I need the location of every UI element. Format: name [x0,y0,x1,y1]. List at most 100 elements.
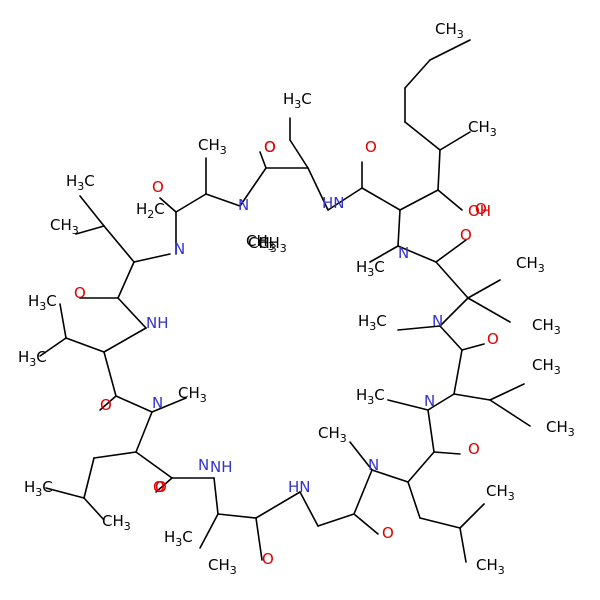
bond-45 [459,527,467,563]
bond-32 [461,343,485,351]
atom-label-o_3: O [475,200,487,218]
atom-label-h3c_ala3: H3C [164,528,193,549]
bond-25 [435,239,467,263]
atom-label-h3c_ethyl: H3C [283,90,312,111]
atom-label-h3c_val_l2: H3C [18,348,47,369]
atom-label-ch3_ala1: CH3 [198,136,227,157]
bond-38 [387,399,429,411]
bond-72 [103,327,147,353]
atom-label-o_1: O [264,138,276,156]
bond-24 [397,245,437,263]
atom-label-nh_2: HN [288,478,311,496]
atom-label-nh_3: NH [210,458,233,476]
atom-label-o_9: O [155,478,167,496]
bond-44 [459,503,485,529]
bond-78 [79,195,105,227]
bond-61 [83,457,95,499]
atom-label-o_4: O [460,226,472,244]
bond-28 [467,297,511,323]
atom-label-h3c_val_l3: H3C [66,172,95,193]
bond-67 [99,395,117,411]
bond-65 [151,397,187,413]
bond-59 [135,451,173,479]
atom-label-oh: OH [468,202,491,220]
bond-26 [435,261,469,299]
atom-label-n_4: N [424,392,435,410]
bond-6 [437,189,463,211]
bond-46 [371,469,409,483]
bond-71 [39,337,67,357]
bond-37 [427,393,455,411]
atom-label-ch3_leu_r2: CH3 [546,418,575,439]
atom-label-ch3_val_l4: CH3 [50,216,79,237]
bond-50 [317,513,355,527]
atom-label-o_10: O [100,396,112,414]
bond-35 [489,383,525,401]
atom-label-nh_4: NH [146,314,169,332]
bond-47 [349,441,373,471]
bond-68 [103,351,117,397]
atom-label-h3c_n5: H3C [356,386,385,407]
bond-48 [353,469,373,515]
bond-70 [59,303,67,339]
atom-label-n_9: N [238,196,249,214]
bond-54 [217,513,257,519]
atom-label-n_7: N [152,394,163,412]
atom-label-o_7: O [382,524,394,542]
bond-10 [327,187,363,211]
bond-12 [289,139,309,169]
bond-30 [397,325,441,331]
atom-label-o_6: O [468,440,480,458]
bond-4 [439,131,471,151]
atom-label-h3c_n4: H3C [358,312,387,333]
atom-label-ch3_leu_r4: CH3 [476,556,505,577]
atom-label-ch3_n8: CH3 [258,234,287,255]
atom-label-ch3_n6: CH3 [318,424,347,445]
bond-49 [353,513,379,535]
bond-56 [213,477,219,515]
bond-1 [404,59,431,89]
atom-label-ch3_leu_l2: CH3 [102,512,131,533]
bond-62 [45,487,85,499]
atom-label-o_2: O [365,138,377,156]
atom-label-o_13: O [152,178,164,196]
bond-16 [239,167,267,207]
bond-41 [407,451,435,483]
bond-31 [439,325,463,351]
bond-52 [255,491,301,519]
atom-label-nh_1: HN [322,194,345,212]
atom-label-ch3_methyl_sc: CH3 [468,118,497,139]
bond-79 [75,225,105,235]
bond-3 [404,121,441,151]
bond-77 [103,225,135,263]
bond-29 [439,297,469,327]
bond-73 [117,297,147,329]
atom-label-n_6: N [198,456,209,474]
atom-label-o_5: O [487,330,499,348]
atom-label-h3c_val_l1: H3C [28,292,57,313]
atom-label-n_8: N [174,240,185,258]
bond-64 [135,411,153,453]
bond-40 [433,451,461,455]
atom-label-ch3_val_r1: CH3 [516,254,545,275]
bond-8 [361,187,401,211]
bond-75 [117,261,135,299]
atom-label-h3c_leu_l1: H3C [24,478,53,499]
atom-label-ch3_top: CH3 [435,20,464,41]
bond-51 [299,491,319,527]
bond-17 [205,193,241,207]
atom-label-ch3_n9: CH3 [246,232,275,253]
bond-5 [437,149,441,191]
bond-19 [175,193,207,213]
atom-label-h3c_n3: H3C [356,258,385,279]
bond-7 [399,189,439,211]
atom-label-h2c_ethyl2: H2C [136,200,165,221]
atom-label-n_2: N [398,244,409,262]
bond-43 [419,517,461,529]
bond-11 [307,167,329,211]
bond-0 [429,39,471,61]
atom-label-n_3: N [432,312,443,330]
bond-39 [427,409,435,453]
bond-23 [369,245,399,263]
